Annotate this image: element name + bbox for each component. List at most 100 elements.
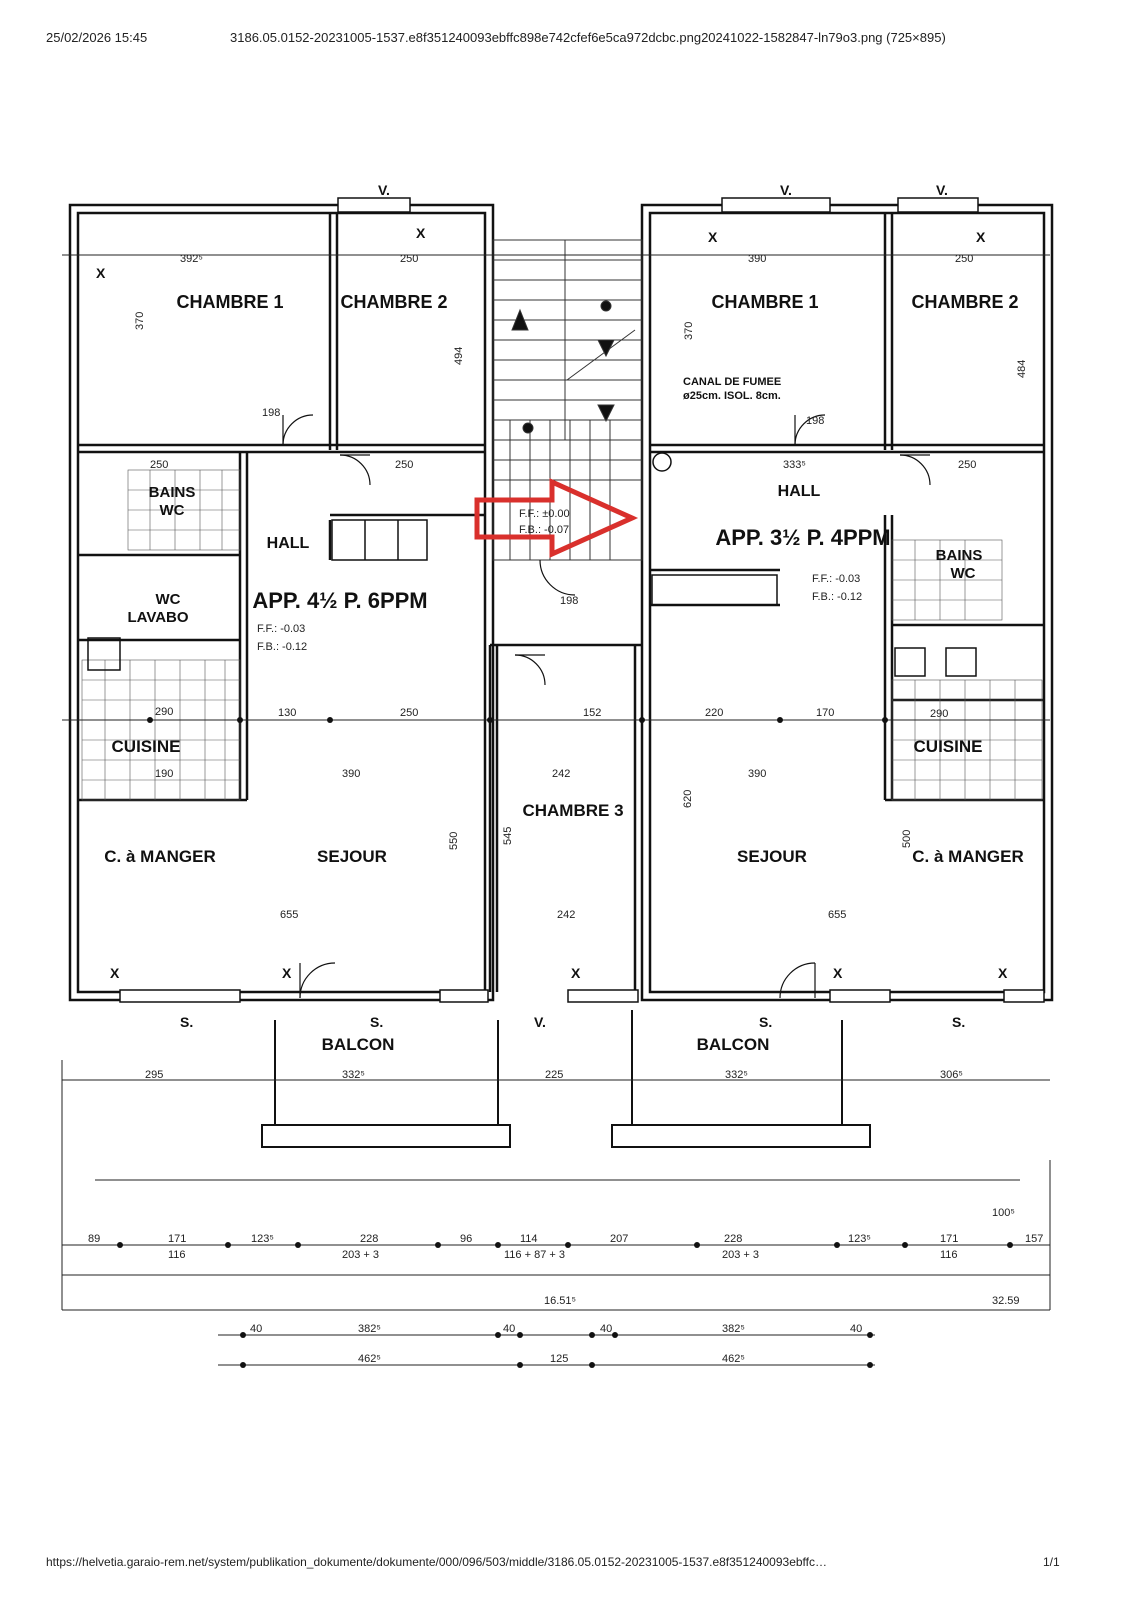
dim-label: 116: [940, 1249, 958, 1261]
dim-label: 123⁵: [251, 1233, 274, 1245]
dim-label: 290: [930, 708, 948, 720]
stair-level-fb: F.B.: -0.07: [519, 524, 569, 536]
fixtures: [87, 452, 977, 677]
mark-v: V.: [378, 182, 390, 198]
room-hall-right: HALL: [778, 483, 821, 500]
room-chambre-1-left: CHAMBRE 1: [176, 292, 283, 312]
dim-label: 295: [145, 1069, 163, 1081]
dim-label: 228: [360, 1233, 378, 1245]
mark-v: V.: [534, 1014, 546, 1030]
tiled-areas: [81, 469, 1043, 801]
left-apartment-title: APP. 4½ P. 6PPM: [252, 588, 427, 613]
dim-label: 382⁵: [722, 1323, 745, 1335]
stairwell: [492, 239, 643, 561]
dim-label: 250: [955, 253, 973, 265]
dim-label: 290: [155, 706, 173, 718]
dim-label: 157: [1025, 1233, 1043, 1245]
dim-label: 392⁵: [180, 253, 203, 265]
room-chambre-3: CHAMBRE 3: [522, 801, 623, 820]
dimension-ticks: [117, 717, 1013, 1368]
dim-label: 100⁵: [992, 1207, 1015, 1219]
dim-label: 242: [552, 768, 570, 780]
balconies: [261, 1010, 871, 1148]
room-sejour-left: SEJOUR: [317, 847, 387, 866]
dim-label: 370: [134, 312, 146, 330]
dim-label: 40: [250, 1323, 262, 1335]
dim-label: 500: [901, 830, 913, 848]
room-wc-lavabo-lavabo: LAVABO: [127, 609, 188, 626]
dim-label: 250: [400, 707, 418, 719]
dim-label: 152: [583, 707, 601, 719]
mark-s: S.: [370, 1014, 383, 1030]
balcon-right: BALCON: [697, 1035, 770, 1054]
dim-label: 655: [828, 909, 846, 921]
dimension-lines: [61, 254, 1051, 1366]
dim-label: 125: [550, 1353, 568, 1365]
mark-x: X: [96, 265, 106, 281]
dim-label: 484: [1016, 360, 1028, 378]
page-number: 1/1: [1043, 1555, 1060, 1569]
left-level-fb: F.B.: -0.12: [257, 641, 307, 653]
room-chambre-1-right: CHAMBRE 1: [711, 292, 818, 312]
mark-x: X: [416, 225, 426, 241]
mark-x: X: [282, 965, 292, 981]
left-apartment-labels: CHAMBRE 1 CHAMBRE 2 BAINS WC HALL WC LAV…: [104, 292, 623, 1054]
dim-label: 89: [88, 1233, 100, 1245]
dim-label: 655: [280, 909, 298, 921]
orientation-marks: V. V. V. V. S. S. S. S. X X X X X X X X …: [96, 182, 1008, 1030]
dim-label: 40: [850, 1323, 862, 1335]
dim-label: 332⁵: [342, 1069, 365, 1081]
mark-x: X: [976, 229, 986, 245]
dim-label: 620: [682, 790, 694, 808]
dim-label: 494: [453, 347, 465, 365]
dim-label: 96: [460, 1233, 472, 1245]
room-cuisine-left: CUISINE: [112, 737, 181, 756]
dim-label: 382⁵: [358, 1323, 381, 1335]
room-bains-right: BAINS: [936, 547, 983, 564]
canal-label-line2: ø25cm. ISOL. 8cm.: [683, 390, 781, 402]
room-sejour-right: SEJOUR: [737, 847, 807, 866]
doors: [282, 414, 931, 999]
dim-label: 190: [155, 768, 173, 780]
room-wc-left: WC: [160, 502, 185, 519]
dim-label: 203 + 3: [722, 1249, 759, 1261]
room-wc-right: WC: [951, 565, 976, 582]
dim-label: 228: [724, 1233, 742, 1245]
mark-x: X: [833, 965, 843, 981]
mark-x: X: [571, 965, 581, 981]
right-apartment-title: APP. 3½ P. 4PPM: [715, 525, 890, 550]
dim-label: 370: [683, 322, 695, 340]
dim-label: 207: [610, 1233, 628, 1245]
dim-label: 225: [545, 1069, 563, 1081]
mark-v: V.: [780, 182, 792, 198]
room-cuisine-right: CUISINE: [914, 737, 983, 756]
dim-label: 130: [278, 707, 296, 719]
mark-s: S.: [952, 1014, 965, 1030]
dim-label: 332⁵: [725, 1069, 748, 1081]
room-hall-left: HALL: [267, 535, 310, 552]
print-title: 3186.05.0152-20231005-1537.e8f351240093e…: [230, 30, 946, 45]
mark-x: X: [708, 229, 718, 245]
dim-label: 198: [262, 407, 280, 419]
canal-label-line1: CANAL DE FUMEE: [683, 376, 781, 388]
mark-s: S.: [759, 1014, 772, 1030]
dim-label: 390: [748, 253, 766, 265]
windows: [119, 197, 1045, 1003]
dim-label: 390: [342, 768, 360, 780]
stair-level-ff: F.F.: ±0.00: [519, 508, 570, 520]
dimension-labels: 392⁵ 250 390 250 250 250 333⁵ 250 198 19…: [88, 253, 1043, 1365]
right-level-fb: F.B.: -0.12: [812, 591, 862, 603]
room-c-a-manger-left: C. à MANGER: [104, 847, 215, 866]
source-url: https://helvetia.garaio-rem.net/system/p…: [46, 1555, 827, 1569]
total-dimension-b: 32.59: [992, 1295, 1020, 1307]
right-level-ff: F.F.: -0.03: [812, 573, 860, 585]
left-level-ff: F.F.: -0.03: [257, 623, 305, 635]
mark-v: V.: [936, 182, 948, 198]
dim-label: 390: [748, 768, 766, 780]
balcon-left: BALCON: [322, 1035, 395, 1054]
dim-label: 250: [395, 459, 413, 471]
print-datetime: 25/02/2026 15:45: [46, 30, 148, 45]
dim-label: 114: [520, 1233, 538, 1245]
dim-label: 306⁵: [940, 1069, 963, 1081]
